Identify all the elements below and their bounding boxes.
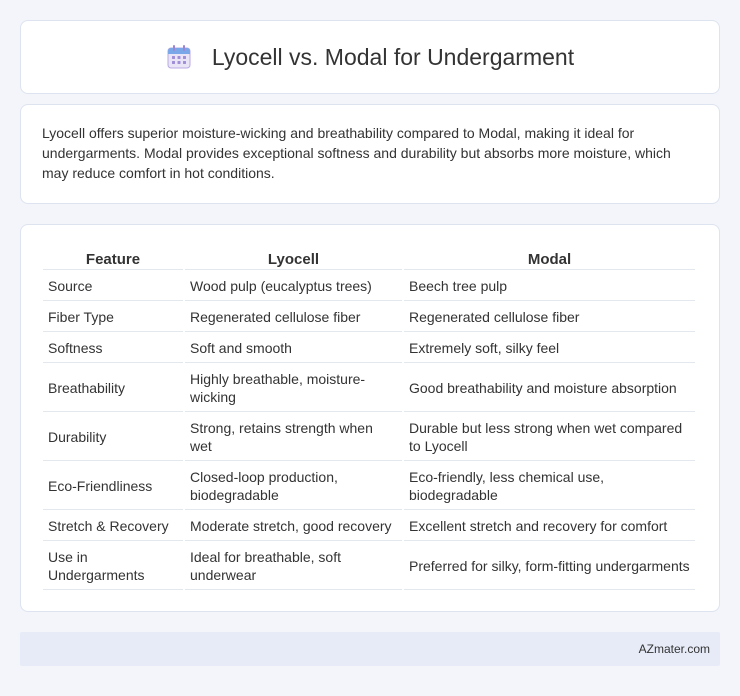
table-header-row: Feature Lyocell Modal: [43, 248, 695, 270]
column-header-modal: Modal: [404, 248, 695, 270]
table-cell-feature: Durability: [43, 414, 183, 461]
comparison-table-card: Feature Lyocell Modal Source Wood pulp (…: [20, 224, 720, 612]
table-cell-feature: Source: [43, 272, 183, 301]
footer-site-name: AZmater.com: [638, 642, 710, 656]
table-cell-lyocell: Strong, retains strength when wet: [185, 414, 402, 461]
table-row: Source Wood pulp (eucalyptus trees) Beec…: [43, 272, 695, 301]
table-row: Fiber Type Regenerated cellulose fiber R…: [43, 303, 695, 332]
comparison-table: Feature Lyocell Modal Source Wood pulp (…: [41, 246, 697, 592]
table-cell-lyocell: Highly breathable, moisture-wicking: [185, 365, 402, 412]
table-cell-modal: Good breathability and moisture absorpti…: [404, 365, 695, 412]
footer: AZmater.com: [20, 632, 720, 666]
table-cell-modal: Extremely soft, silky feel: [404, 334, 695, 363]
table-cell-modal: Regenerated cellulose fiber: [404, 303, 695, 332]
page-title: Lyocell vs. Modal for Undergarment: [211, 43, 575, 70]
column-header-feature: Feature: [43, 248, 183, 270]
table-cell-lyocell: Soft and smooth: [185, 334, 402, 363]
table-cell-modal: Durable but less strong when wet compare…: [404, 414, 695, 461]
table-cell-feature: Softness: [43, 334, 183, 363]
table-cell-lyocell: Ideal for breathable, soft underwear: [185, 543, 402, 590]
table-cell-feature: Stretch & Recovery: [43, 512, 183, 541]
table-cell-modal: Preferred for silky, form-fitting underg…: [404, 543, 695, 590]
table-cell-lyocell: Regenerated cellulose fiber: [185, 303, 402, 332]
table-cell-lyocell: Wood pulp (eucalyptus trees): [185, 272, 402, 301]
table-row: Stretch & Recovery Moderate stretch, goo…: [43, 512, 695, 541]
table-cell-feature: Fiber Type: [43, 303, 183, 332]
table-cell-modal: Beech tree pulp: [404, 272, 695, 301]
table-row: Durability Strong, retains strength when…: [43, 414, 695, 461]
title-card: Lyocell vs. Modal for Undergarment: [20, 20, 720, 94]
table-cell-modal: Eco-friendly, less chemical use, biodegr…: [404, 463, 695, 510]
table-row: Softness Soft and smooth Extremely soft,…: [43, 334, 695, 363]
table-cell-lyocell: Closed-loop production, biodegradable: [185, 463, 402, 510]
calendar-icon: [166, 44, 192, 70]
table-cell-feature: Breathability: [43, 365, 183, 412]
summary-card: Lyocell offers superior moisture-wicking…: [20, 104, 720, 204]
table-cell-feature: Eco-Friendliness: [43, 463, 183, 510]
column-header-lyocell: Lyocell: [185, 248, 402, 270]
summary-text: Lyocell offers superior moisture-wicking…: [42, 125, 671, 181]
table-row: Eco-Friendliness Closed-loop production,…: [43, 463, 695, 510]
table-row: Use in Undergarments Ideal for breathabl…: [43, 543, 695, 590]
table-cell-modal: Excellent stretch and recovery for comfo…: [404, 512, 695, 541]
table-row: Breathability Highly breathable, moistur…: [43, 365, 695, 412]
table-cell-lyocell: Moderate stretch, good recovery: [185, 512, 402, 541]
table-cell-feature: Use in Undergarments: [43, 543, 183, 590]
